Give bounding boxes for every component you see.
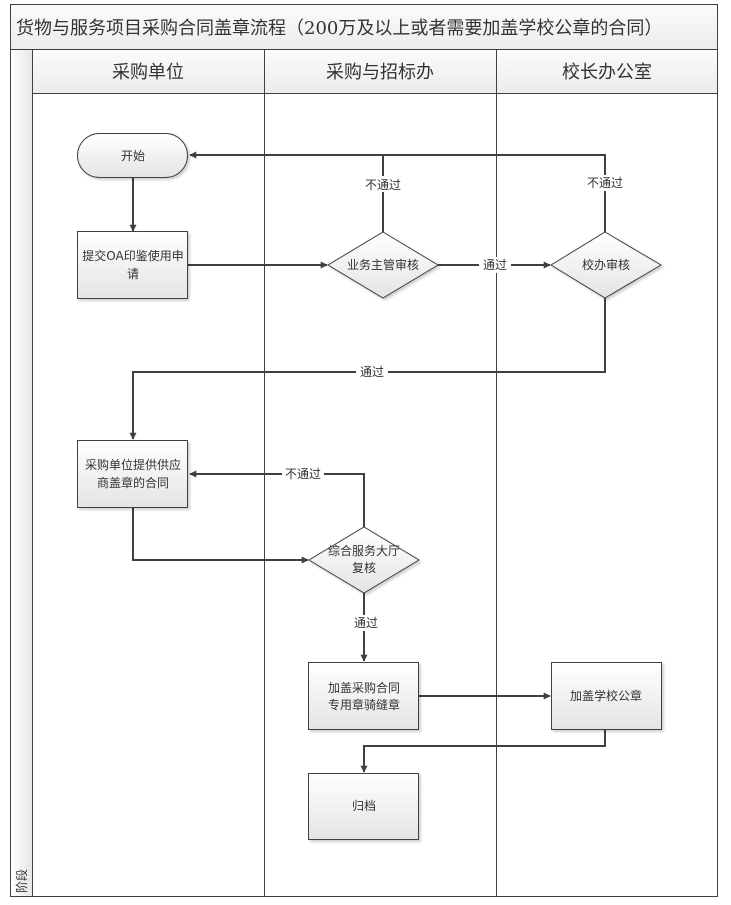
node-archive: 归档 [308, 773, 419, 840]
node-label-line-2: 复核 [352, 561, 376, 575]
node-label: 开始 [121, 149, 145, 163]
node-label-line-2: 商盖章的合同 [97, 475, 169, 490]
node-school-seal: 加盖学校公章 [551, 662, 662, 730]
decision-shape [550, 231, 662, 299]
phase-column [10, 49, 33, 897]
edge-label-office-pass: 通过 [360, 365, 384, 379]
phase-label: 阶段 [14, 869, 29, 893]
decision-shape [308, 526, 420, 594]
decision-shape [327, 231, 439, 299]
node-label-line-1: 提交OA印鉴使用申 [82, 248, 183, 263]
node-submit-oa: 提交OA印鉴使用申 请 [77, 231, 188, 299]
node-label: 业务主管审核 [347, 257, 419, 272]
node-label-line-2: 专用章骑缝章 [328, 697, 400, 712]
process-shape [77, 440, 188, 508]
node-office-review: 校办审核 [550, 231, 662, 299]
nodes: 开始 提交OA印鉴使用申 请 业务主管审核 校办审核 采购单位提供供应 商盖章的… [77, 133, 662, 840]
edge-label-office-reject: 不通过 [587, 176, 623, 190]
node-label-line-1: 综合服务大厅 [328, 543, 400, 558]
lane-header-row [32, 49, 718, 94]
terminal-shape [77, 133, 188, 178]
edge-label-business-pass: 通过 [483, 258, 507, 272]
node-seam-stamp: 加盖采购合同 专用章骑缝章 [308, 662, 419, 730]
edge-labels: 不通过 通过 不通过 通过 不通过 通过 [282, 175, 626, 631]
edges [129, 151, 606, 773]
edge-label-business-reject: 不通过 [365, 178, 401, 192]
node-label: 归档 [352, 799, 376, 813]
node-provide-contract: 采购单位提供供应 商盖章的合同 [77, 440, 188, 508]
edge-label-hall-pass: 通过 [354, 616, 378, 630]
lane-header-procurement-unit: 采购单位 [112, 62, 184, 83]
node-label-line-1: 采购单位提供供应 [85, 457, 181, 472]
edge-hall-review-reject [189, 470, 365, 527]
node-label-line-2: 请 [127, 267, 139, 281]
lane-header-president-office: 校长办公室 [562, 62, 652, 83]
node-label: 校办审核 [582, 257, 630, 272]
edge-school-seal-to-archive [360, 729, 606, 773]
edge-label-hall-reject: 不通过 [285, 467, 321, 481]
node-business-review: 业务主管审核 [327, 231, 439, 299]
process-shape [77, 231, 188, 299]
lane-header-procurement-bidding-office: 采购与招标办 [326, 62, 434, 83]
node-label: 加盖学校公章 [570, 688, 642, 703]
node-service-hall-review: 综合服务大厅 复核 [308, 526, 420, 594]
process-shape [551, 662, 662, 730]
edge-provide-to-hall-review [132, 507, 309, 564]
edge-office-review-reject [383, 154, 606, 232]
title-bar [10, 4, 718, 50]
diagram-title: 货物与服务项目采购合同盖章流程（200万及以上或者需要加盖学校公章的合同） [16, 18, 662, 39]
node-start: 开始 [77, 133, 188, 178]
process-shape [308, 773, 419, 840]
node-label-line-1: 加盖采购合同 [328, 680, 400, 695]
process-shape [308, 662, 419, 730]
